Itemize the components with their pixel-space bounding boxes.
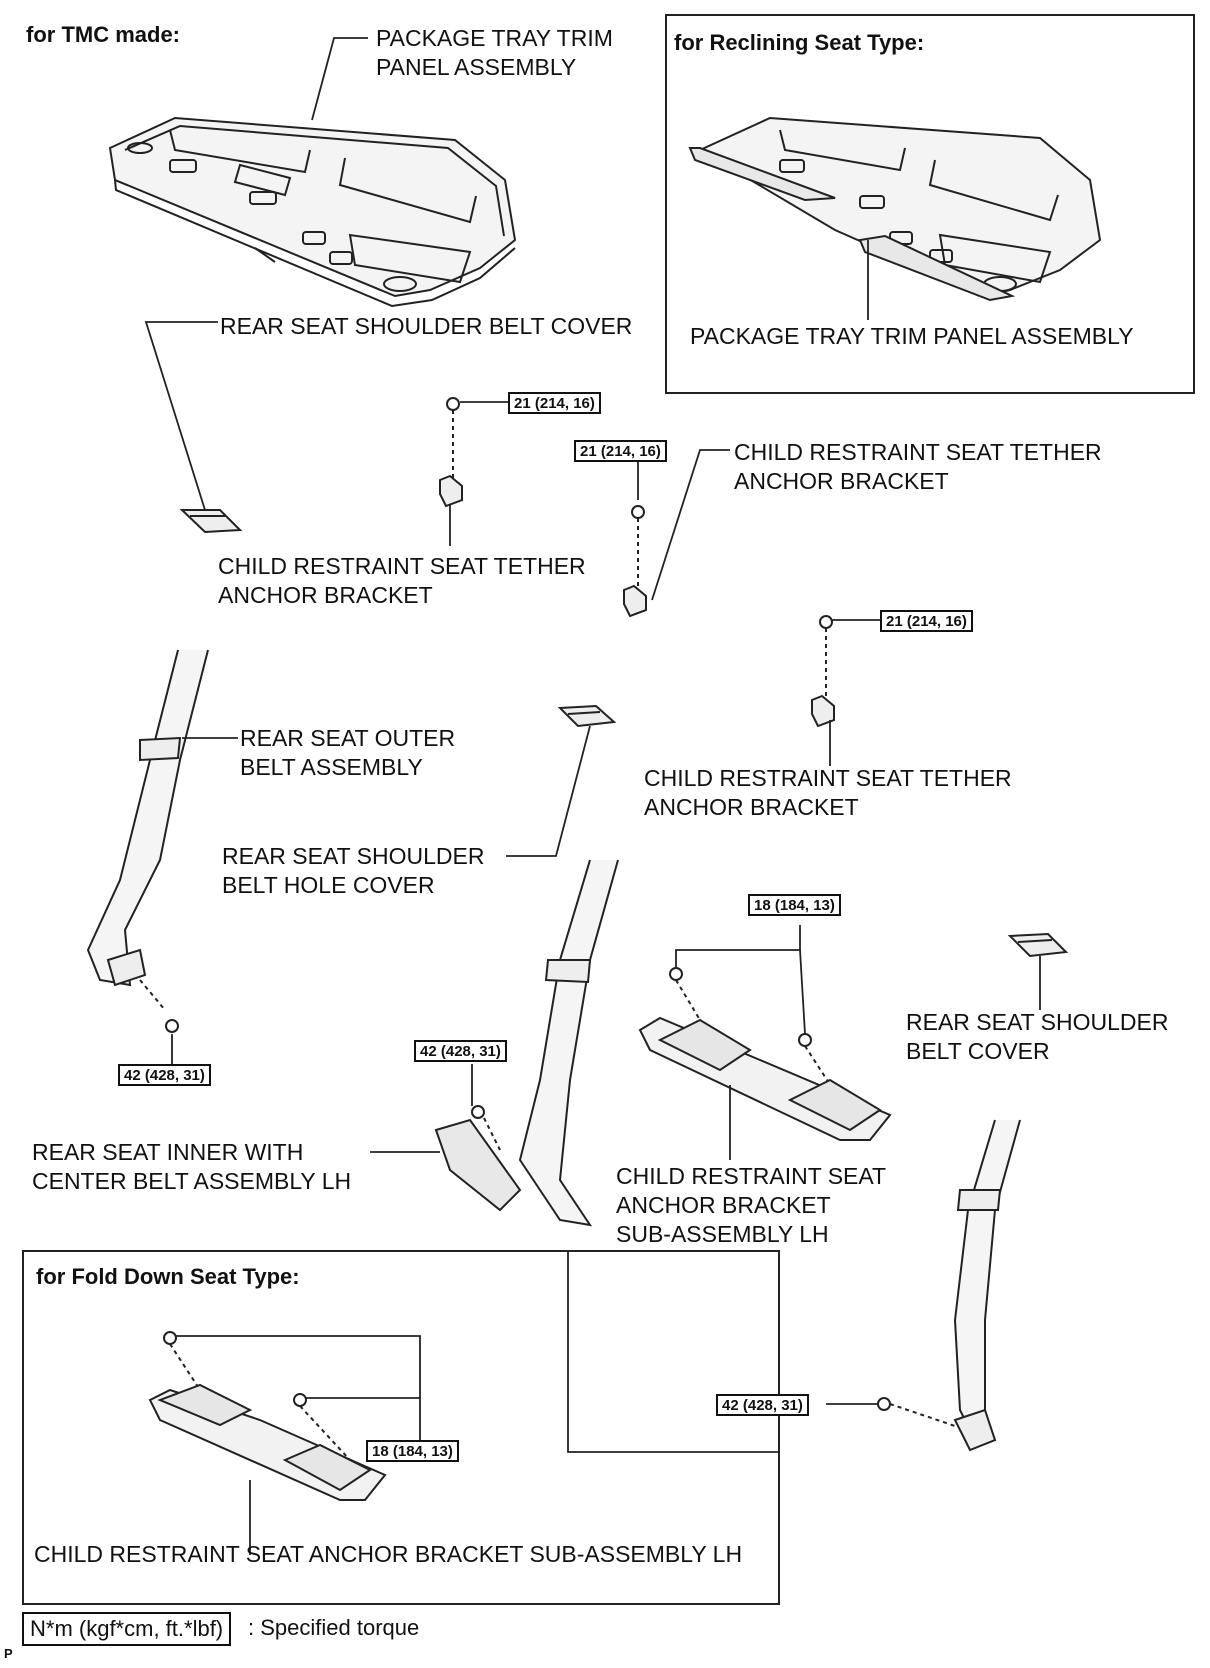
fold-down-seat-frame [22,1250,780,1605]
label-outer-belt: REAR SEAT OUTER BELT ASSEMBLY [240,725,456,780]
label-shoulder-belt-cover-left: REAR SEAT SHOULDER BELT COVER [220,313,633,339]
package-tray-main-drawing [108,116,517,308]
label-shoulder-belt-cover-right: REAR SEAT SHOULDER BELT COVER [906,1009,1169,1064]
anchor-bracket-fold-drawing [148,1331,387,1501]
center-belt-drawing [434,859,619,1227]
tether-bracket-3 [811,615,835,728]
label-package-tray-reclining: PACKAGE TRAY TRIM PANEL ASSEMBLY [690,323,1134,349]
torque-t5: 42 (428, 31) [414,1040,507,1062]
leader-lines [144,37,1041,1555]
label-tether-bracket-center: CHILD RESTRAINT SEAT TETHER ANCHOR BRACK… [734,439,1102,494]
torque-t3: 21 (214, 16) [880,610,973,632]
legend-unit-box: N*m (kgf*cm, ft.*lbf) [22,1612,232,1646]
label-package-tray-main: PACKAGE TRAY TRIM PANEL ASSEMBLY [376,25,613,80]
anchor-bracket-middle-drawing [638,967,892,1141]
outer-belt-right-drawing [877,1119,1021,1452]
torque-t7: 42 (428, 31) [716,1394,809,1416]
torque-t2: 21 (214, 16) [574,440,667,462]
torque-t4: 42 (428, 31) [118,1064,211,1086]
tether-bracket-2 [623,505,647,618]
label-anchor-bracket-sub: CHILD RESTRAINT SEAT ANCHOR BRACKET SUB-… [616,1163,887,1247]
label-tether-bracket-right: CHILD RESTRAINT SEAT TETHER ANCHOR BRACK… [644,765,1012,820]
reclining-seat-frame [665,14,1195,394]
torque-t6: 18 (184, 13) [748,894,841,916]
legend-description: : Specified torque [248,1615,420,1640]
torque-t1: 21 (214, 16) [508,392,601,414]
torque-t8: 18 (184, 13) [366,1440,459,1462]
label-anchor-bracket-fold: CHILD RESTRAINT SEAT ANCHOR BRACKET SUB-… [34,1541,743,1567]
footer-mark: P [4,1646,13,1661]
cover-left-drawing [179,509,243,534]
hole-cover-drawing [557,704,617,728]
header-fold-down-seat-type: for Fold Down Seat Type: [36,1264,300,1289]
header-reclining-seat-type: for Reclining Seat Type: [674,30,925,55]
header-tmc-made: for TMC made: [26,22,180,47]
label-tether-bracket-left: CHILD RESTRAINT SEAT TETHER ANCHOR BRACK… [218,553,586,608]
package-tray-reclining-drawing [688,116,1102,302]
tether-bracket-1 [439,397,463,508]
cover-right-drawing [1007,932,1069,958]
label-inner-center-belt: REAR SEAT INNER WITH CENTER BELT ASSEMBL… [32,1139,352,1194]
label-belt-hole-cover: REAR SEAT SHOULDER BELT HOLE COVER [222,843,485,898]
outer-belt-left-drawing [86,649,209,1033]
